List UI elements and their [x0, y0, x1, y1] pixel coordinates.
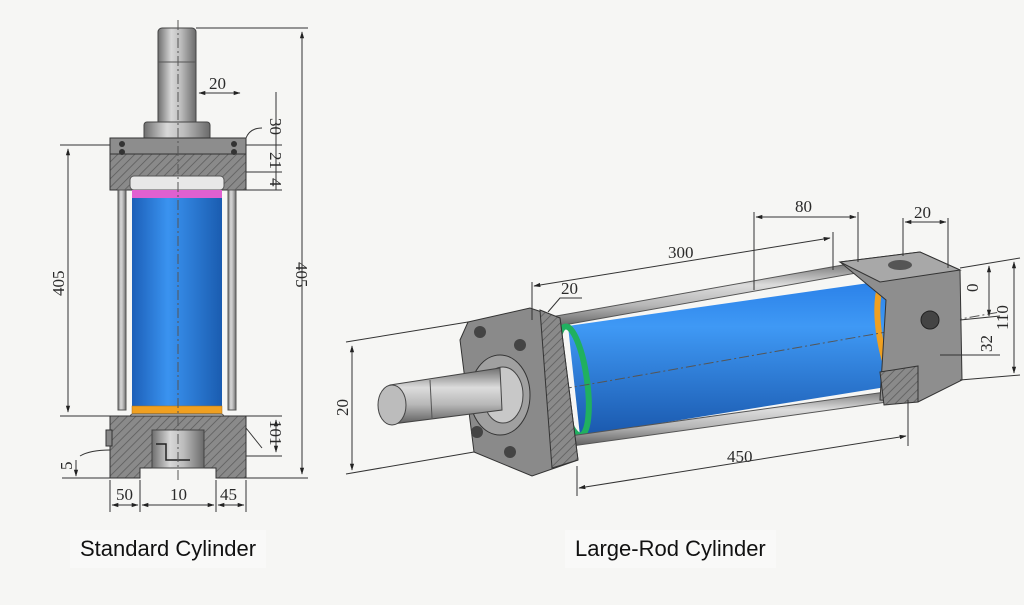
- seal-orange: [131, 405, 223, 415]
- large-rod-cylinder: 300 80 20 20 0 110 32 20 450: [333, 197, 1021, 496]
- dim-base-center: 10: [170, 485, 187, 504]
- dim-overall-length: 405: [292, 262, 311, 288]
- dim-base-right: 45: [220, 485, 237, 504]
- dim-right-0: 0: [963, 284, 982, 293]
- dim-body-length: 450: [727, 447, 753, 466]
- seal-pink: [132, 190, 222, 198]
- dim-rod-dia: 20: [209, 74, 226, 93]
- dim-cap-20: 20: [561, 279, 578, 298]
- dim-top-20: 20: [914, 203, 931, 222]
- dim-right-110: 110: [993, 305, 1012, 330]
- dim-barrel-length: 405: [49, 271, 68, 297]
- dim-flange-height: 20: [333, 399, 352, 416]
- standard-cylinder: 20 30 21 4 405 405 101 5 50 10 45: [49, 20, 311, 512]
- dim-rod-length-300: 300: [668, 243, 694, 262]
- tie-rod-right: [227, 189, 237, 411]
- caption-standard-cylinder: Standard Cylinder: [70, 530, 267, 568]
- port-hole: [920, 310, 940, 330]
- dim-right-32: 32: [977, 335, 996, 352]
- dim-flange-gap: 4: [266, 178, 285, 187]
- dim-top-80: 80: [795, 197, 812, 216]
- tie-rod-left: [117, 189, 127, 411]
- dim-flange-top: 30: [266, 118, 285, 135]
- piston-rod: [157, 27, 197, 129]
- barrel-blue: [132, 198, 222, 406]
- caption-large-rod-cylinder: Large-Rod Cylinder: [565, 530, 776, 568]
- dim-flange-mid: 21: [266, 152, 285, 169]
- dim-base-left: 50: [116, 485, 133, 504]
- barrel-blue: [568, 280, 905, 436]
- dim-base-height: 101: [266, 420, 285, 446]
- dim-base-offset: 5: [57, 462, 76, 471]
